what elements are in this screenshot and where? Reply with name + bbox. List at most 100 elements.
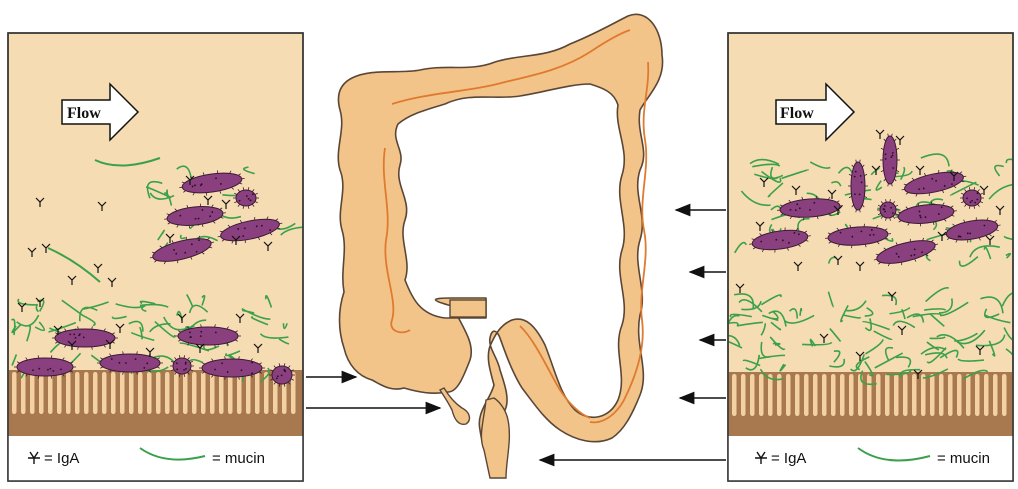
- bacterium-body: [55, 329, 115, 347]
- bacterium-spot: [854, 193, 856, 195]
- villus: [786, 374, 791, 416]
- bacterium-spot: [284, 370, 286, 372]
- bacterium-spot: [884, 205, 886, 207]
- bacterium-spot: [176, 368, 178, 370]
- bacterium-spot: [119, 362, 121, 364]
- villus: [912, 374, 917, 416]
- villus: [255, 372, 260, 414]
- villus: [813, 374, 818, 416]
- bacterium-spot: [227, 371, 229, 373]
- villus: [975, 374, 980, 416]
- villus: [12, 372, 17, 414]
- villus: [138, 372, 143, 414]
- villus: [165, 372, 170, 414]
- appendix: [440, 388, 469, 424]
- bacterium-spot: [859, 194, 861, 196]
- bacterium-spot: [214, 369, 216, 371]
- bacterium-spot: [277, 375, 279, 377]
- bacterium-spot: [248, 198, 250, 200]
- left-flow-label: Flow: [67, 105, 101, 122]
- bacterium-spot: [252, 193, 254, 195]
- villus: [750, 374, 755, 416]
- bacterium-spot: [69, 334, 71, 336]
- bacterium-spot: [176, 362, 178, 364]
- bacterium-spot: [135, 358, 137, 360]
- bacterium-spot: [47, 369, 49, 371]
- villus: [219, 372, 224, 414]
- villus: [183, 372, 188, 414]
- bacterium-spot: [78, 334, 80, 336]
- villus: [57, 372, 62, 414]
- villus: [957, 374, 962, 416]
- bacterium-spot: [885, 158, 887, 160]
- villus: [102, 372, 107, 414]
- bacterium-body: [173, 358, 191, 374]
- left-panel: Flow = IgA = mucin: [8, 33, 307, 481]
- bacterium-spot: [246, 195, 248, 197]
- terminal-ileum: [450, 300, 486, 317]
- villus: [822, 374, 827, 416]
- pilus: [998, 225, 1001, 226]
- villus: [39, 372, 44, 414]
- villus: [903, 374, 908, 416]
- bacterium-spot: [854, 176, 856, 178]
- bacterium-spot: [146, 362, 148, 364]
- right-flow-label: Flow: [780, 105, 814, 122]
- bacterium-body: [236, 190, 256, 206]
- villus: [192, 372, 197, 414]
- villus: [993, 374, 998, 416]
- villus: [867, 374, 872, 416]
- right-legend-mucin-label: = mucin: [937, 450, 990, 467]
- villus: [876, 374, 881, 416]
- bacterium-spot: [861, 181, 863, 183]
- bacterium-spot: [49, 368, 51, 370]
- bacterium-spot: [221, 362, 223, 364]
- bacterium-body: [178, 327, 238, 345]
- bacterium-spot: [111, 358, 113, 360]
- villus: [966, 374, 971, 416]
- villus: [75, 372, 80, 414]
- rectum: [481, 398, 509, 478]
- villus: [894, 374, 899, 416]
- bacterium-spot: [884, 211, 886, 213]
- bacterium-spot: [239, 200, 241, 202]
- villus: [759, 374, 764, 416]
- villus: [939, 374, 944, 416]
- villus: [741, 374, 746, 416]
- villus: [147, 372, 152, 414]
- bacterium-spot: [200, 335, 202, 337]
- bacterium-spot: [892, 155, 894, 157]
- villus: [732, 374, 737, 416]
- villus: [84, 372, 89, 414]
- villus: [804, 374, 809, 416]
- bacterium-body: [883, 136, 897, 184]
- bacterium-spot: [885, 153, 887, 155]
- bacterium-spot: [855, 171, 857, 173]
- bacterium-spot: [251, 362, 253, 364]
- bacterium-spot: [283, 369, 285, 371]
- bacterium-spot: [890, 156, 892, 158]
- bacterium-spot: [892, 152, 894, 154]
- villus: [1002, 374, 1007, 416]
- villus: [66, 372, 71, 414]
- bacterium-spot: [251, 372, 253, 374]
- bacterium-spot: [883, 208, 885, 210]
- villus: [111, 372, 116, 414]
- villus: [246, 372, 251, 414]
- bacterium-spot: [200, 331, 202, 333]
- villus: [93, 372, 98, 414]
- bacterium-spot: [189, 336, 191, 338]
- villus: [201, 372, 206, 414]
- bacterium-body: [100, 354, 160, 372]
- villus: [930, 374, 935, 416]
- bacterium-spot: [83, 336, 85, 338]
- bacterium-spot: [890, 207, 892, 209]
- bacterium-spot: [60, 368, 62, 370]
- villus: [129, 372, 134, 414]
- villus: [849, 374, 854, 416]
- bacterium-spot: [75, 337, 77, 339]
- villus: [831, 374, 836, 416]
- bacterium-spot: [189, 331, 191, 333]
- bacterium-spot: [974, 202, 976, 204]
